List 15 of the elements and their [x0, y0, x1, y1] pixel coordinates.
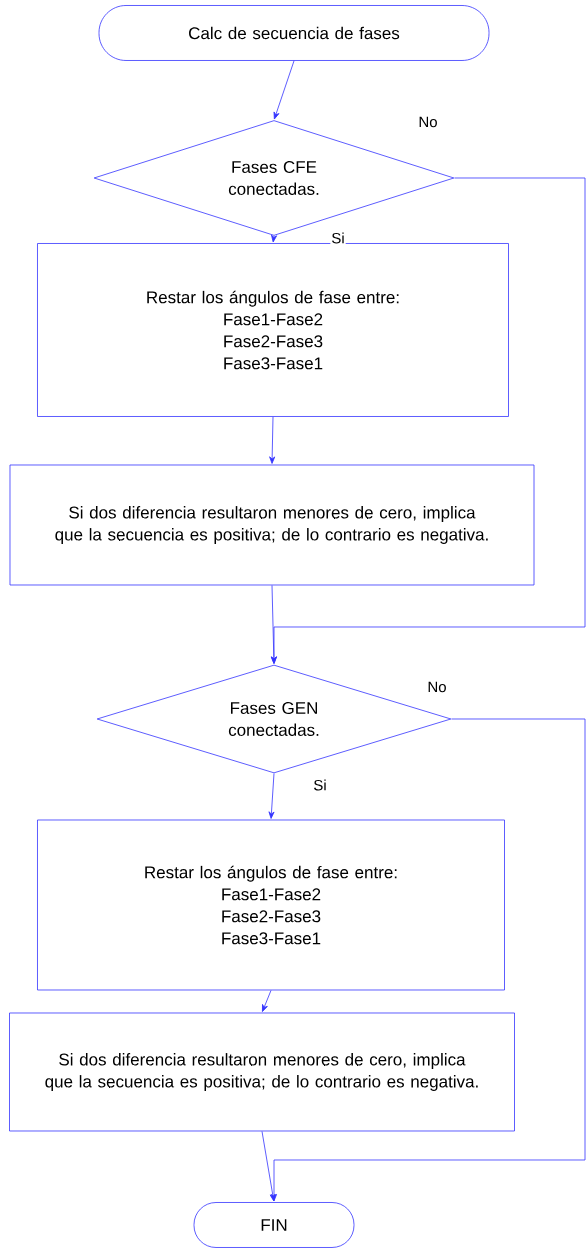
- edge-label: Si: [312, 778, 328, 792]
- edge-label: Si: [330, 231, 346, 245]
- arrow: [273, 60, 295, 120]
- arrow: [268, 773, 275, 819]
- process-box: Restar los ángulos de fase entre: Fase1-Fase2 Fase2-Fase3 Fase3-Fase1: [37, 819, 505, 991]
- arrow: [269, 416, 276, 464]
- arrow: [262, 990, 272, 1012]
- arrow: [261, 1131, 276, 1202]
- process-box: Si dos diferencia resultaron menores de cero, implica que la secuencia es positiva; de lo contrario es negativa.: [9, 1012, 515, 1132]
- arrow: [270, 585, 277, 664]
- edge-label: No: [426, 680, 448, 694]
- arrow: [271, 234, 278, 243]
- arrow: [271, 718, 586, 1202]
- process-box: Si dos diferencia resultaron menores de cero, implica que la secuencia es positiva; de lo contrario es negativa.: [9, 464, 535, 586]
- process-box: Restar los ángulos de fase entre: Fase1-Fase2 Fase2-Fase3 Fase3-Fase1: [37, 243, 509, 417]
